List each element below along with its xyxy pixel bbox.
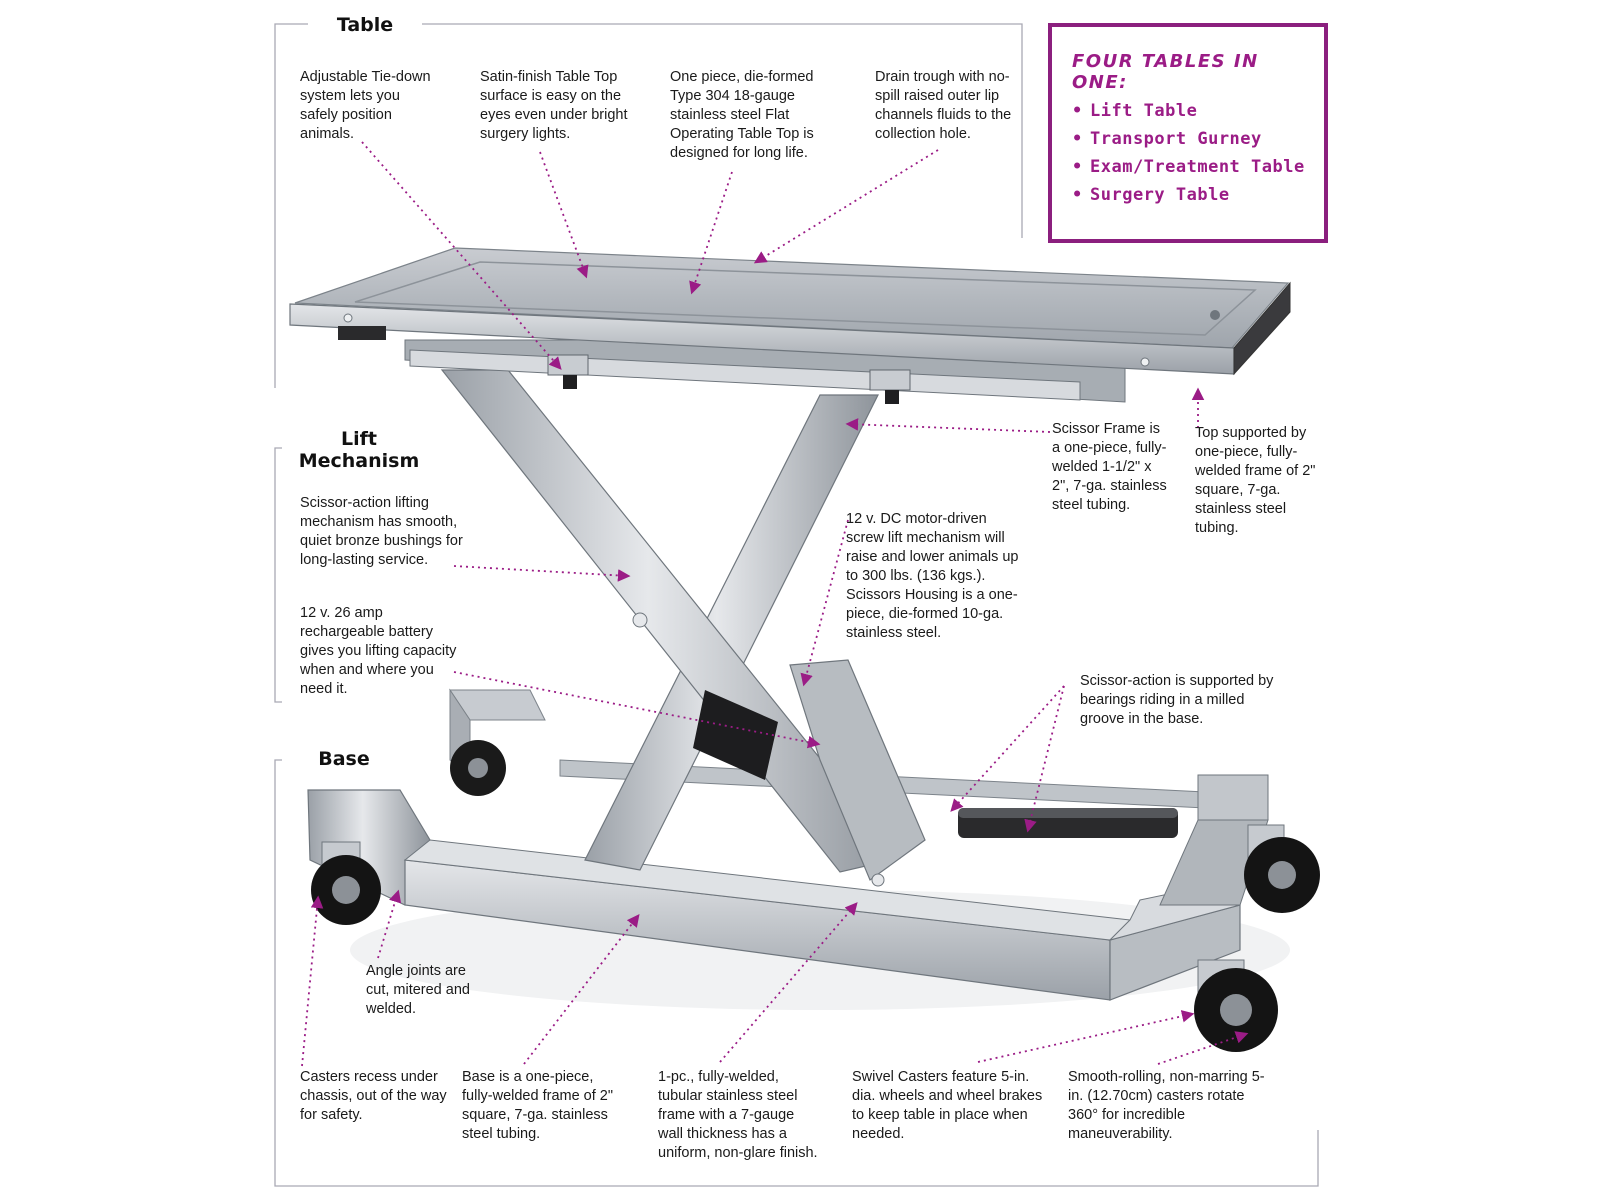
leader-scissor-action xyxy=(453,565,631,582)
leader-bearings-b xyxy=(1024,685,1065,833)
section-title-lift: Lift Mechanism xyxy=(290,428,428,472)
table-bracket-right xyxy=(422,23,1023,238)
leader-bearings-a xyxy=(950,685,1065,812)
callout-scissor-action: Scissor-action lifting mechanism has smo… xyxy=(300,495,463,568)
caster-front-left xyxy=(311,841,381,925)
callout-base-frame: Base is a one-piece, fully-welded frame … xyxy=(462,1069,614,1142)
section-brackets xyxy=(274,23,1319,1187)
callout-smooth-rolling: Smooth-rolling, non-marring 5-in. (12.70… xyxy=(1068,1069,1265,1142)
caster-back-right xyxy=(1244,824,1320,913)
scissor-mechanism xyxy=(440,369,926,887)
section-title-base: Base xyxy=(312,748,376,770)
callout-motor: 12 v. DC motor-driven screw lift mechani… xyxy=(846,511,1019,641)
lift-bracket xyxy=(274,447,282,703)
base-bracket xyxy=(274,759,1319,1187)
callout-top-supported: Top supported by one-piece, fully-welded… xyxy=(1195,425,1316,536)
four-tables-box: FOUR TABLES IN ONE: Lift Table Transport… xyxy=(1048,23,1328,243)
leader-swivel xyxy=(977,1010,1195,1063)
caster-front-right xyxy=(1194,959,1278,1052)
four-tables-title: FOUR TABLES IN ONE: xyxy=(1072,51,1259,93)
table-top xyxy=(289,247,1291,404)
callout-angle-joints: Angle joints are cut, mitered and welded… xyxy=(366,963,470,1017)
four-tables-item: Exam/Treatment Table xyxy=(1072,157,1310,178)
callout-scissor-frame: Scissor Frame is a one-piece, fully-weld… xyxy=(1052,421,1167,513)
callout-tubular: 1-pc., fully-welded, tubular stainless s… xyxy=(658,1069,818,1161)
leader-battery xyxy=(453,671,821,749)
leader-tie-down xyxy=(361,141,562,370)
callout-satin: Satin-finish Table Top surface is easy o… xyxy=(480,69,628,142)
leader-base xyxy=(523,914,640,1065)
four-tables-item: Lift Table xyxy=(1072,101,1310,122)
leader-lines xyxy=(301,141,1249,1067)
section-title-table: Table xyxy=(320,14,410,36)
callout-tie-down: Adjustable Tie-down system lets you safe… xyxy=(300,69,431,142)
callout-drain: Drain trough with no-spill raised outer … xyxy=(875,69,1012,142)
four-tables-list: Lift Table Transport Gurney Exam/Treatme… xyxy=(1072,101,1310,206)
base-frame xyxy=(307,688,1269,1001)
table-bracket xyxy=(274,23,308,388)
callout-battery: 12 v. 26 amp rechargeable battery gives … xyxy=(300,605,457,697)
callout-casters-recess: Casters recess under chassis, out of the… xyxy=(300,1069,447,1123)
four-tables-item: Transport Gurney xyxy=(1072,129,1310,150)
leader-casters-recess xyxy=(301,895,324,1067)
leader-motor xyxy=(800,519,849,687)
leader-drain xyxy=(753,149,939,264)
four-tables-item: Surgery Table xyxy=(1072,185,1310,206)
callout-bearings: Scissor-action is supported by bearings … xyxy=(1080,673,1274,727)
leader-satin xyxy=(539,151,589,279)
callout-swivel: Swivel Casters feature 5-in. dia. wheels… xyxy=(852,1069,1043,1142)
callout-one-piece: One piece, die-formed Type 304 18-gauge … xyxy=(670,69,814,161)
leader-scissor-frame xyxy=(845,418,1051,433)
caster-back-left xyxy=(450,740,506,796)
